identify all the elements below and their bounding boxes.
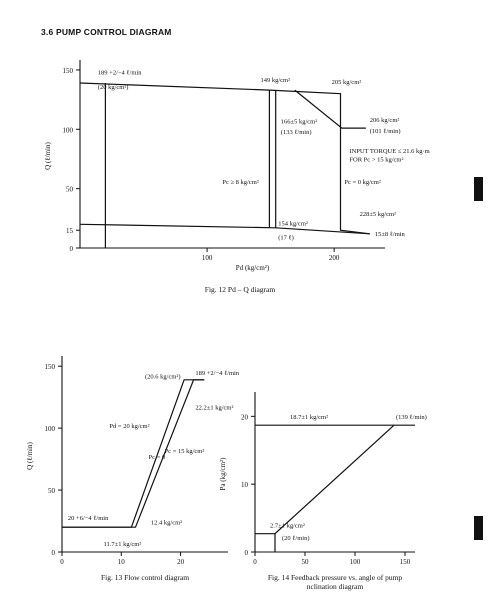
annotation: Pc = 15 kg/cm²: [165, 448, 205, 455]
y-tick-label: 15: [66, 227, 74, 235]
x-tick-label: 10: [118, 558, 126, 566]
annotation: INPUT TORQUE ≤ 21.6 kg·m: [349, 148, 429, 155]
annotation: 228±5 kg/cm²: [360, 211, 396, 218]
y-axis-label: Pa (kg/cm²): [219, 457, 227, 491]
annotation: 189 +2/−4 ℓ/min: [195, 370, 239, 377]
y-tick-label: 0: [70, 245, 74, 253]
figure-caption: nclination diagram: [307, 582, 364, 591]
annotation: FOR Pc > 15 kg/cm²: [349, 156, 403, 163]
annotation: (20 ℓ/min): [282, 535, 310, 542]
annotation: (133 ℓ/min): [281, 129, 312, 136]
series-line-2: [62, 379, 205, 528]
series-line-2: [79, 223, 370, 235]
y-tick-label: 150: [45, 363, 56, 371]
x-tick-label: 100: [350, 558, 361, 566]
annotation: 15±8 ℓ/min: [375, 231, 406, 238]
x-tick-label: 200: [329, 254, 340, 262]
annotation: 189 +2/−4 ℓ/min: [98, 70, 142, 77]
y-tick-label: 10: [241, 481, 249, 489]
x-tick-label: 100: [202, 254, 213, 262]
figure-caption: Fig. 14 Feedback pressure vs. angle of p…: [268, 573, 403, 582]
figure-caption: Fig. 13 Flow control diagram: [101, 573, 189, 582]
y-axis-label: Q (ℓ/min): [44, 142, 52, 170]
y-tick-label: 0: [52, 549, 56, 557]
y-tick-label: 100: [45, 425, 56, 433]
annotation: 206 kg/cm²: [370, 117, 400, 124]
annotation: 12.4 kg/cm²: [151, 520, 182, 527]
annotation: 154 kg/cm²: [278, 220, 308, 227]
annotation: 205 kg/cm²: [332, 79, 362, 86]
annotation: 18.7±1 kg/cm²: [290, 414, 328, 421]
x-axis-label: Pd (kg/cm²): [236, 264, 270, 272]
annotation: Pc = 0 kg/cm²: [344, 179, 381, 186]
annotation: Pc ≥ 8 kg/cm²: [222, 179, 258, 186]
annotation: 149 kg/cm²: [260, 77, 290, 84]
edge-marker: [474, 177, 483, 201]
annotation: (17 ℓ): [278, 235, 294, 242]
x-tick-label: 50: [302, 558, 310, 566]
series-line-5: [294, 89, 366, 129]
y-tick-label: 100: [63, 126, 74, 134]
x-tick-label: 150: [400, 558, 411, 566]
y-tick-label: 150: [63, 67, 74, 75]
annotation: 11.7±1 kg/cm²: [104, 541, 142, 548]
annotation: (139 ℓ/min): [396, 414, 427, 421]
annotation: Pd = 20 kg/cm²: [109, 423, 149, 430]
edge-marker: [474, 516, 483, 540]
figure-caption: Fig. 12 Pd – Q diagram: [205, 285, 276, 294]
series-line-1: [79, 82, 370, 235]
annotation: (20 kg/cm²): [98, 84, 129, 91]
annotation: 20 +6/−4 ℓ/min: [68, 515, 109, 522]
annotation: (20.6 kg/cm²): [145, 374, 181, 381]
y-tick-label: 50: [48, 487, 56, 495]
x-tick-label: 0: [60, 558, 64, 566]
section-title: 3.6 PUMP CONTROL DIAGRAM: [41, 27, 172, 37]
x-tick-label: 20: [177, 558, 185, 566]
y-tick-label: 20: [241, 413, 249, 421]
x-tick-label: 0: [253, 558, 257, 566]
y-tick-label: 50: [66, 186, 74, 194]
annotation: (101 ℓ/min): [370, 128, 401, 135]
y-tick-label: 0: [245, 549, 249, 557]
annotation: 2.7±1 kg/cm²: [270, 523, 305, 530]
annotation: Pc = 0: [149, 454, 166, 461]
annotation: 22.2±1 kg/cm²: [195, 405, 233, 412]
annotation: 166±5 kg/cm²: [281, 118, 317, 125]
y-axis-label: Q (ℓ/min): [26, 442, 34, 470]
series-line-1: [274, 424, 415, 552]
